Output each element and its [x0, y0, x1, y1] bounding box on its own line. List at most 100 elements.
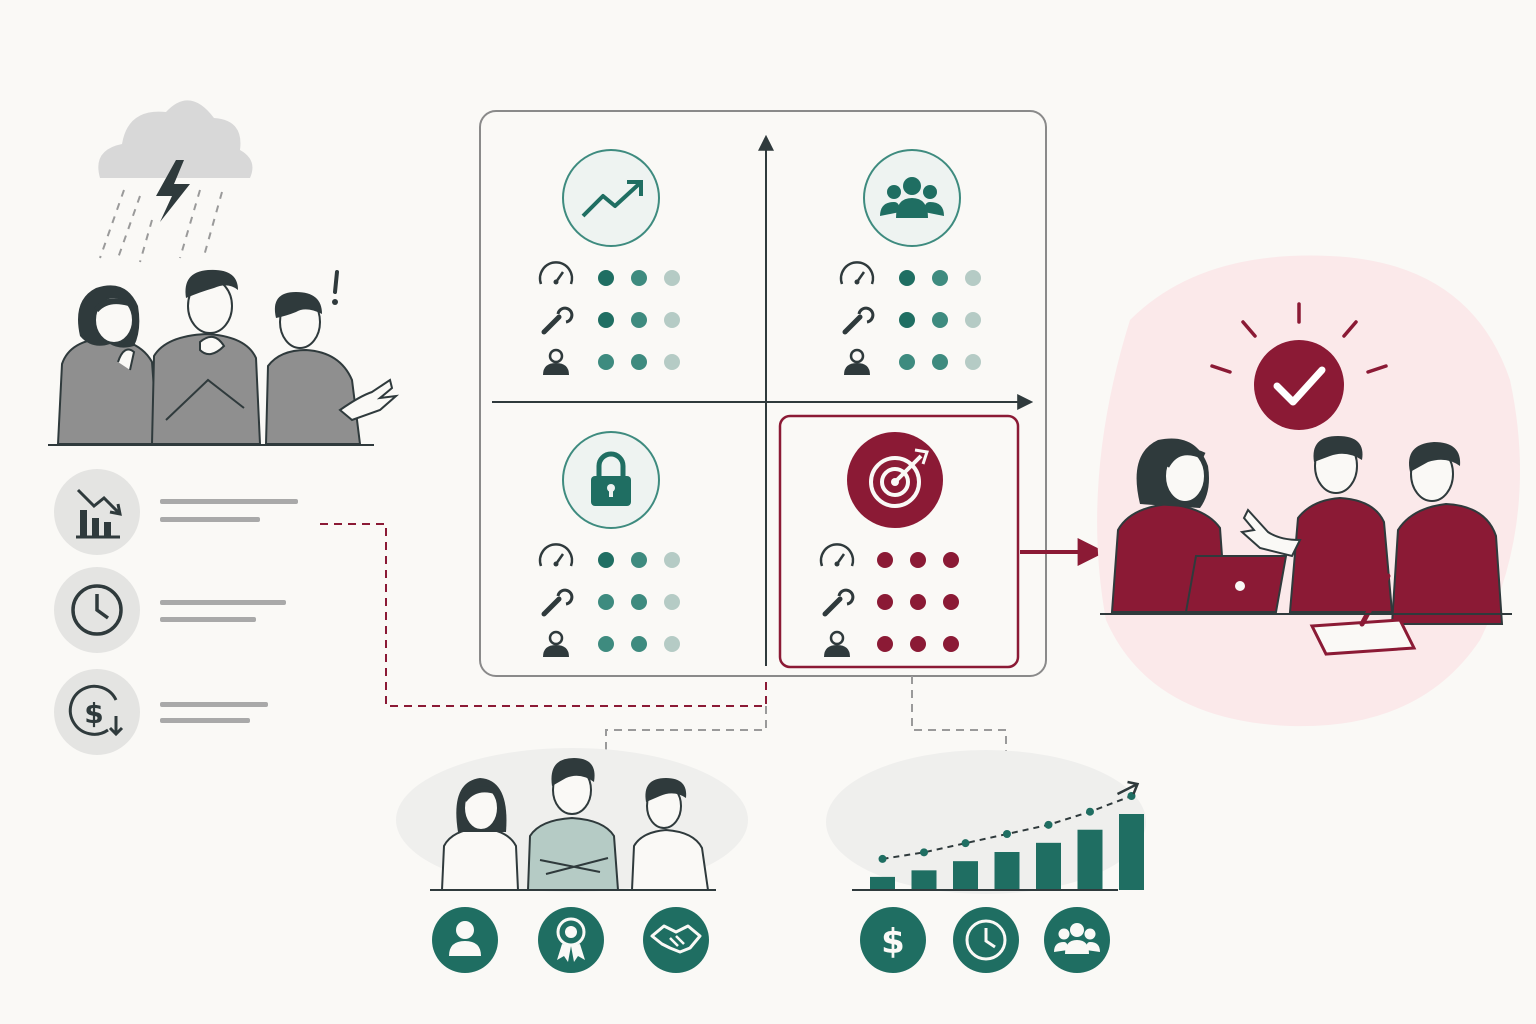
quadrant-top-right — [839, 149, 981, 375]
wrench-icon — [842, 306, 875, 335]
rating-dot — [631, 354, 647, 370]
rating-dot — [664, 594, 680, 610]
svg-text:$: $ — [84, 697, 103, 730]
rating-dot — [899, 270, 915, 286]
rating-dot — [631, 552, 647, 568]
growth-bar — [870, 876, 895, 890]
rating-dot — [664, 636, 680, 652]
rating-dot — [598, 270, 614, 286]
thinking-man — [150, 269, 262, 445]
person-icon — [824, 630, 850, 657]
wrench-icon — [541, 306, 574, 335]
speedometer-icon — [819, 543, 855, 567]
issues-list: $ — [54, 469, 298, 755]
wrench-icon — [541, 588, 574, 617]
trend-up-icon — [562, 149, 660, 247]
growth-chart — [870, 780, 1144, 890]
lock-icon — [562, 431, 660, 529]
problem-scene — [48, 100, 400, 446]
rating-dot — [877, 552, 893, 568]
rating-dot — [598, 354, 614, 370]
growth-bar — [994, 852, 1020, 890]
notepad — [1309, 618, 1417, 656]
clock-icon — [71, 584, 123, 636]
rating-dot — [899, 354, 915, 370]
team-factors — [396, 748, 748, 973]
issue-item — [54, 567, 286, 653]
storm-cloud-icon — [98, 100, 253, 263]
team-member — [440, 778, 520, 891]
explaining-man — [264, 292, 400, 445]
rating-dot — [598, 312, 614, 328]
exclamation-icon — [332, 270, 339, 305]
target-icon — [847, 432, 943, 528]
speedometer-icon — [538, 261, 574, 285]
declining-chart-icon — [76, 488, 122, 539]
growth-bar — [1077, 829, 1103, 890]
trend-point — [961, 839, 970, 848]
rating-dot — [598, 636, 614, 652]
issue-to-matrix-connector — [320, 523, 767, 707]
rating-dot — [631, 636, 647, 652]
rating-dot — [943, 594, 959, 610]
rating-dot — [598, 594, 614, 610]
trend-arrow — [1116, 780, 1140, 796]
rating-dot — [910, 552, 926, 568]
growth-bar — [911, 870, 937, 890]
rating-dot — [664, 312, 680, 328]
dollar-down-icon: $ — [68, 684, 124, 737]
quadrant-bottom-left — [538, 431, 680, 657]
pen — [1359, 573, 1391, 627]
checkmark-icon — [1210, 302, 1388, 430]
quadrant-bottom-right — [819, 432, 959, 657]
trend-point — [1086, 807, 1094, 816]
person-icon — [543, 348, 569, 375]
rating-dot — [631, 270, 647, 286]
rating-dot — [631, 312, 647, 328]
rating-dot — [877, 594, 893, 610]
speedometer-icon — [839, 261, 875, 285]
dollar-icon: $ — [860, 907, 926, 973]
rating-dot — [932, 270, 948, 286]
rating-dot — [664, 354, 680, 370]
award-ribbon-icon — [538, 907, 604, 973]
woman-with-laptop — [1110, 438, 1288, 613]
trend-point — [920, 848, 928, 857]
person-icon — [543, 630, 569, 657]
rating-dot — [932, 354, 948, 370]
trend-point — [878, 854, 887, 863]
clock-icon — [953, 907, 1019, 973]
rating-dot — [965, 312, 981, 328]
rating-dot — [943, 552, 959, 568]
rating-dot — [664, 270, 680, 286]
person-icon — [844, 348, 870, 375]
wrench-icon — [822, 588, 855, 617]
rating-dot — [943, 636, 959, 652]
rating-dot — [899, 312, 915, 328]
rating-dot — [877, 636, 893, 652]
group-icon — [863, 149, 961, 247]
rating-dot — [910, 594, 926, 610]
rating-dot — [631, 594, 647, 610]
quadrant-layer — [538, 149, 981, 657]
writing-man — [1309, 442, 1504, 656]
handshake-icon — [643, 907, 709, 973]
rating-dot — [965, 270, 981, 286]
decision-matrix — [479, 110, 1047, 677]
rating-dot — [932, 312, 948, 328]
rating-dot — [910, 636, 926, 652]
group-icon — [1044, 907, 1110, 973]
quadrant-top-left — [538, 149, 680, 375]
aligned-team-scene — [1097, 255, 1520, 727]
rating-dot — [965, 354, 981, 370]
speedometer-icon — [538, 543, 574, 567]
team-member — [526, 758, 620, 891]
growth-factors: $ — [826, 750, 1146, 973]
issue-item — [54, 469, 298, 555]
rating-dot — [598, 552, 614, 568]
gesturing-man — [1239, 436, 1394, 613]
growth-bar — [1119, 814, 1144, 890]
team-member — [630, 778, 710, 891]
factor-connectors — [605, 676, 1007, 758]
